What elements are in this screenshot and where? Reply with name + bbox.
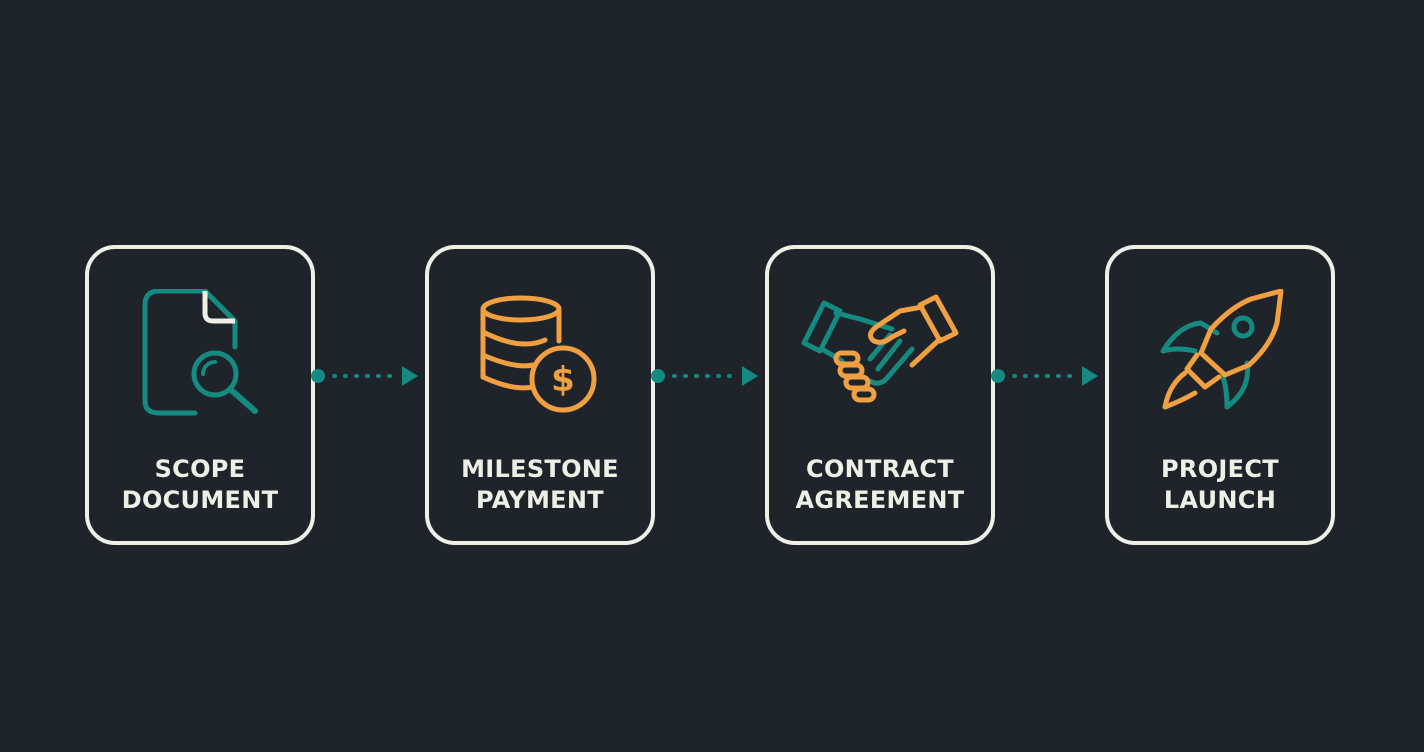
- step-label-line2: PAYMENT: [476, 486, 604, 514]
- step-card-milestone-payment: $ MILESTONE PAYMENT: [425, 245, 655, 545]
- step-label-line1: SCOPE: [154, 455, 246, 483]
- svg-text:$: $: [551, 360, 575, 400]
- step-label-line2: LAUNCH: [1163, 486, 1277, 514]
- coins-dollar-icon: $: [480, 295, 597, 413]
- step-label-line1: PROJECT: [1161, 455, 1279, 483]
- flow-arrow-connector: [311, 366, 418, 386]
- step-label: SCOPE DOCUMENT: [89, 454, 311, 516]
- step-label-line2: DOCUMENT: [121, 486, 279, 514]
- handshake-icon: [801, 294, 959, 403]
- step-label: CONTRACT AGREEMENT: [769, 454, 991, 516]
- step-label-line2: AGREEMENT: [795, 486, 965, 514]
- step-label-line1: MILESTONE: [461, 455, 619, 483]
- step-label: MILESTONE PAYMENT: [429, 454, 651, 516]
- step-label: PROJECT LAUNCH: [1109, 454, 1331, 516]
- flow-arrow-connector: [651, 366, 758, 386]
- rocket-icon: [1160, 289, 1284, 410]
- flow-arrow-connector: [991, 366, 1098, 386]
- step-card-contract-agreement: CONTRACT AGREEMENT: [765, 245, 995, 545]
- step-card-scope-document: SCOPE DOCUMENT: [85, 245, 315, 545]
- step-label-line1: CONTRACT: [806, 455, 954, 483]
- step-card-project-launch: PROJECT LAUNCH: [1105, 245, 1335, 545]
- document-search-icon: [142, 289, 258, 416]
